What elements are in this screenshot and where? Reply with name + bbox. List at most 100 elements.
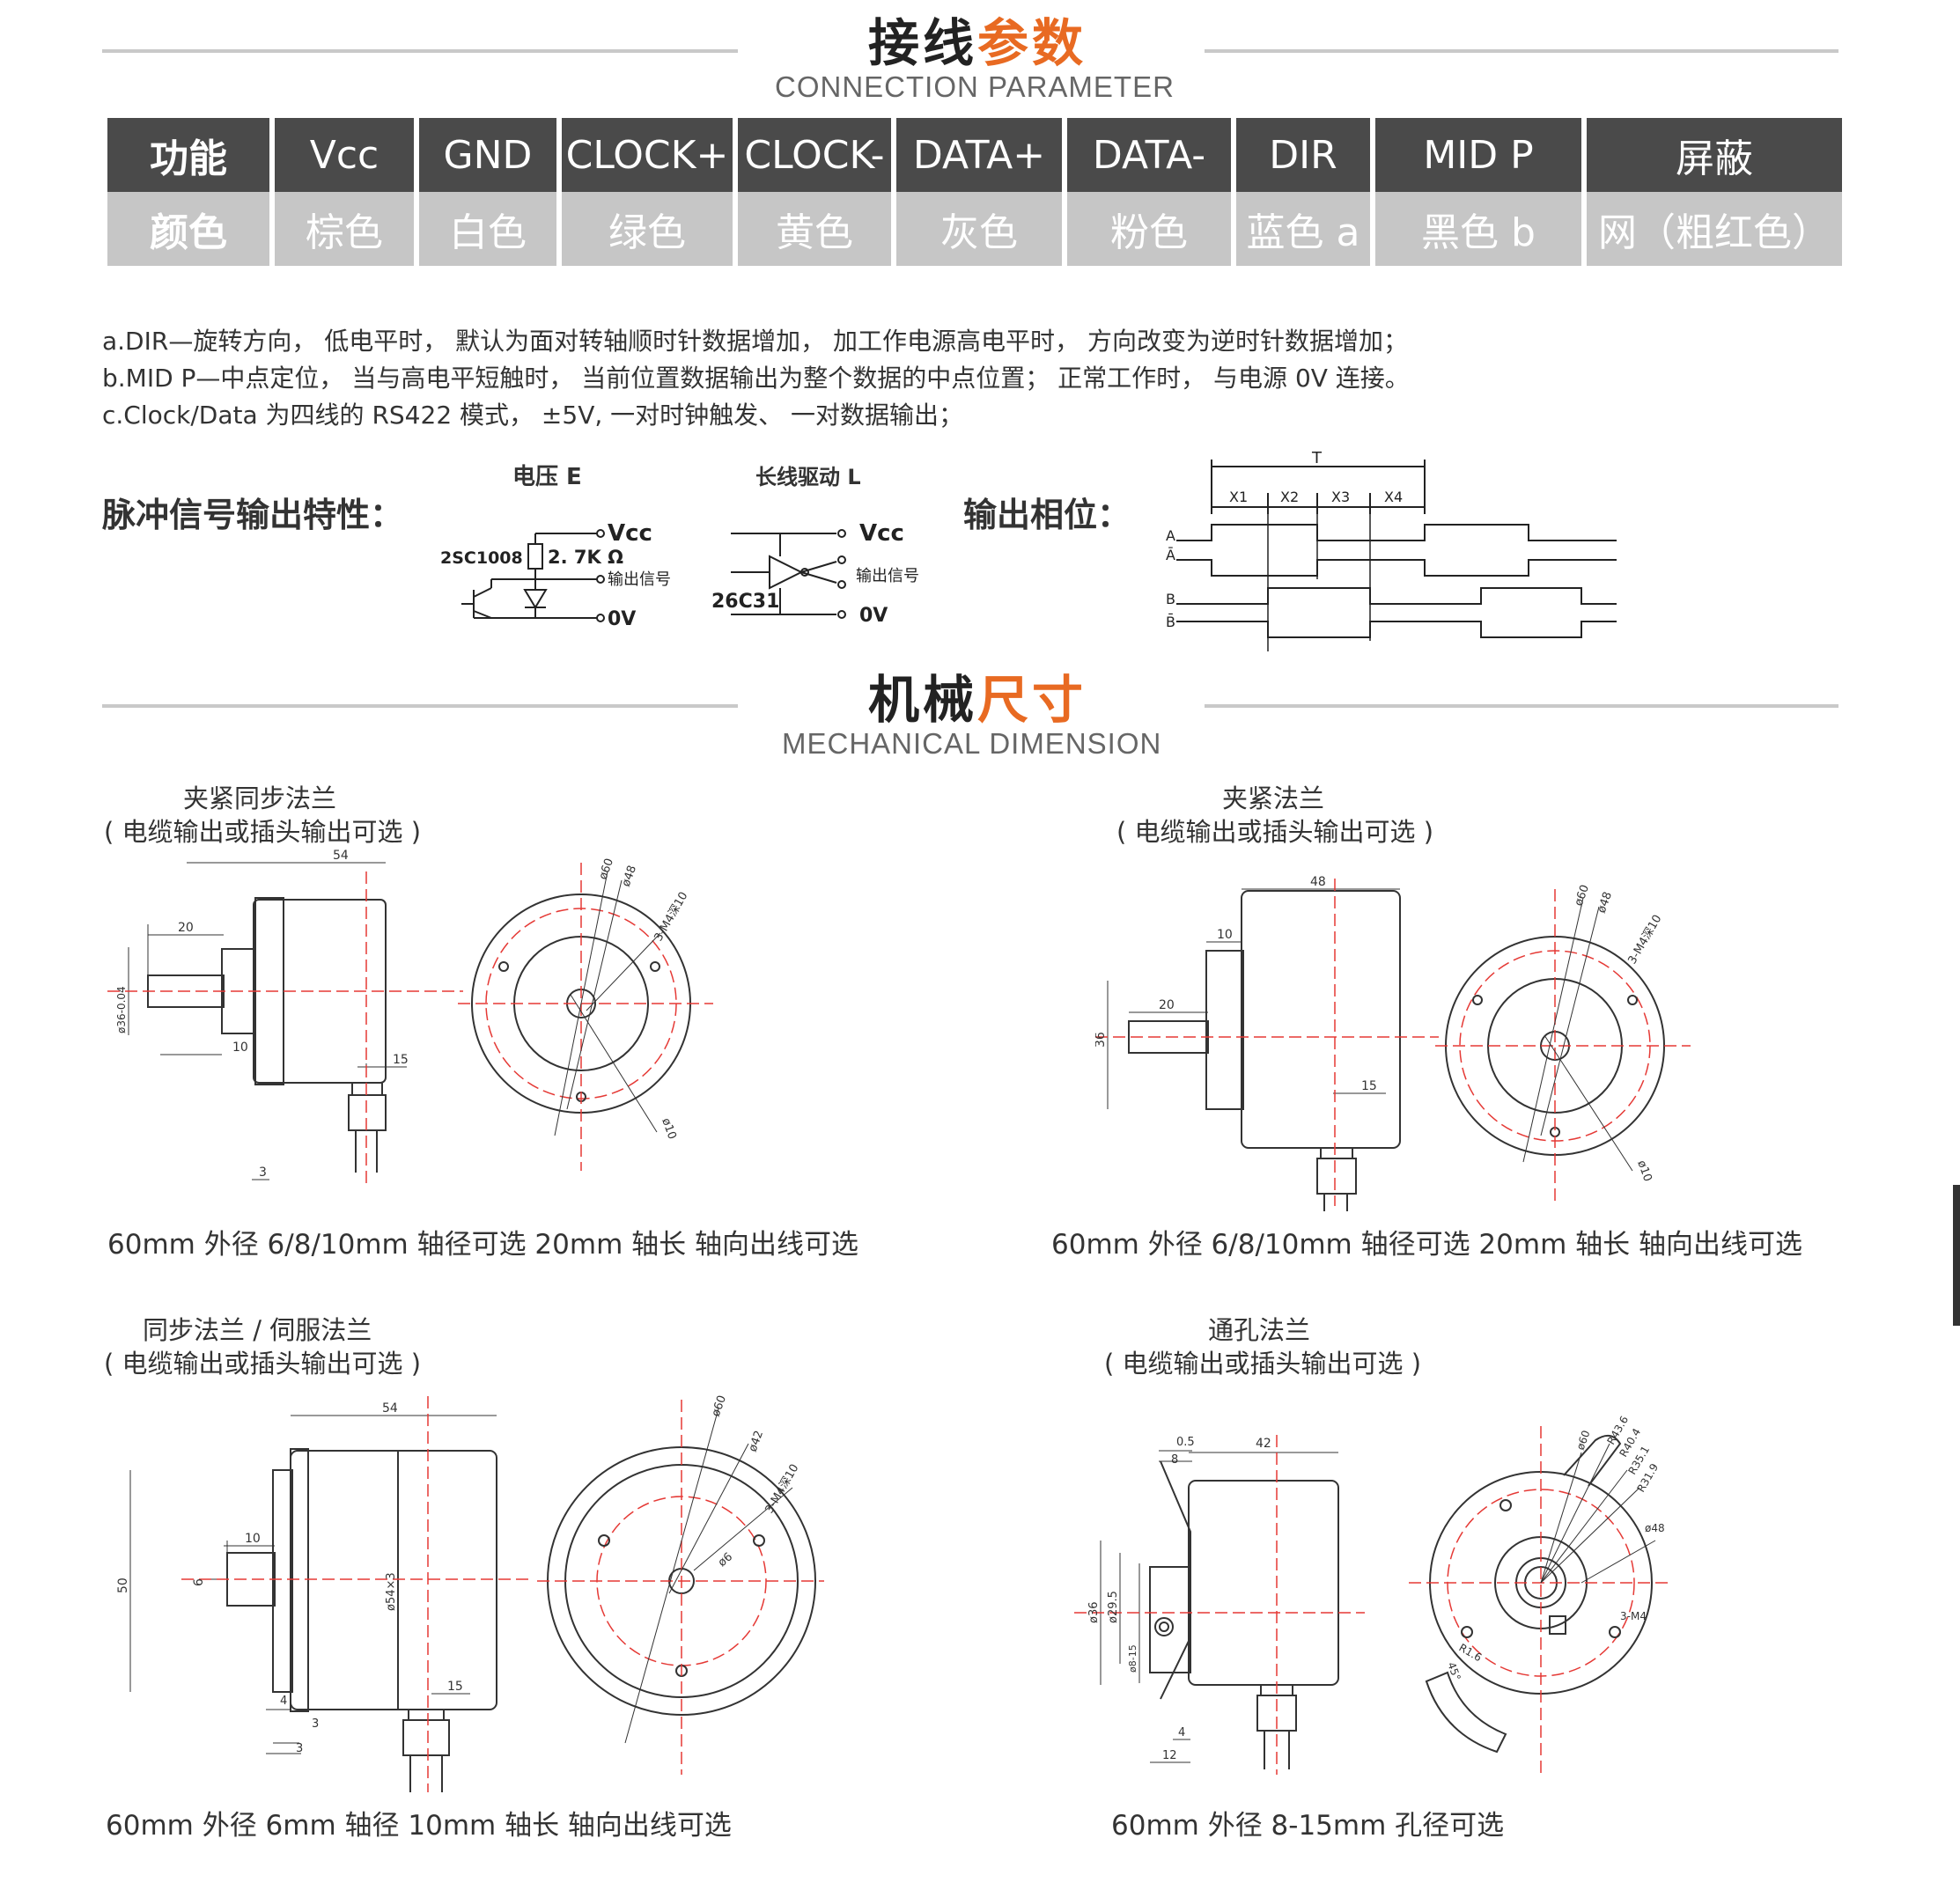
mech-rule-left bbox=[102, 704, 738, 708]
right-edge-marker bbox=[1953, 1185, 1960, 1326]
dim-shaft: 10 bbox=[245, 1532, 261, 1546]
note-dir: a.DIR—旋转方向， 低电平时， 默认为面对转轴顺时针数据增加， 加工作电源高… bbox=[102, 327, 1408, 356]
drawing-2-name: 夹紧法兰 bbox=[1222, 783, 1325, 813]
function-cell: GND bbox=[419, 118, 556, 192]
dim-shaft: 20 bbox=[178, 921, 194, 935]
dim-center: ø10 bbox=[1634, 1158, 1654, 1183]
color-cell: 蓝色 a bbox=[1236, 192, 1370, 266]
dim-cable: 15 bbox=[1361, 1079, 1377, 1093]
phase-period: T bbox=[1311, 449, 1323, 467]
phase-label: 输出相位： bbox=[963, 496, 1131, 534]
dim-step-3: 3 bbox=[296, 1742, 303, 1755]
voltage-output-circuit: 电压 E Vcc 2SC1008 2. 7K Ω 输出信号 0V bbox=[440, 464, 671, 630]
dim-holes: 3-M4深10 bbox=[763, 1462, 801, 1516]
dim-height: 36 bbox=[1095, 1032, 1108, 1048]
dim-length: 54 bbox=[333, 849, 349, 863]
dim-length: 48 bbox=[1310, 875, 1326, 889]
drawing-1-front-view: ø60 ø48 3-M4深10 ø10 bbox=[458, 857, 713, 1171]
wiring-table: 功能 Vcc GND CLOCK+ CLOCK- DATA+ DATA- DIR… bbox=[102, 118, 1847, 266]
dim-t2: 0.5 bbox=[1176, 1436, 1195, 1449]
function-cell: 屏蔽 bbox=[1587, 118, 1842, 192]
color-cell: 颜色 bbox=[107, 192, 269, 266]
dim-od: ø60 bbox=[597, 857, 616, 881]
circuit-e-resistor: 2. 7K Ω bbox=[548, 547, 623, 568]
circuit-l-vcc: Vcc bbox=[859, 520, 904, 547]
drawing-4-spec: 60mm 外径 8-15mm 孔径可选 bbox=[1111, 1810, 1505, 1842]
dim-pcd: ø48 bbox=[1595, 890, 1615, 915]
circuit-e-vcc: Vcc bbox=[608, 520, 652, 547]
circuit-l-ground: 0V bbox=[859, 605, 888, 627]
drawing-3-side-view: 54 10 6 50 ø54×3 15 4 3 3 bbox=[116, 1396, 528, 1792]
function-cell: CLOCK- bbox=[738, 118, 891, 192]
dim-t1: 8 bbox=[1171, 1453, 1178, 1467]
dim-pcd: ø48 bbox=[620, 864, 639, 888]
dim-w2: 12 bbox=[1162, 1749, 1177, 1762]
mech-rule-right bbox=[1205, 704, 1838, 708]
dim-boss: 10 bbox=[232, 1041, 248, 1055]
color-cell: 黑色 b bbox=[1375, 192, 1581, 266]
phase-x3: X3 bbox=[1331, 489, 1350, 505]
dim-boss: 10 bbox=[1217, 928, 1233, 942]
dim-step-2: 3 bbox=[312, 1717, 319, 1731]
dim-body: ø54×3 bbox=[385, 1572, 398, 1611]
dim-shaft-diameter: 6 bbox=[192, 1578, 206, 1586]
dim-depth: 3 bbox=[259, 1166, 267, 1180]
dim-holes: 3-M4深10 bbox=[652, 890, 690, 944]
function-cell: Vcc bbox=[275, 118, 414, 192]
dim-od: ø60 bbox=[1573, 883, 1592, 908]
phase-x4: X4 bbox=[1384, 489, 1403, 505]
circuit-e-transistor: 2SC1008 bbox=[440, 548, 523, 568]
color-cell: 灰色 bbox=[896, 192, 1062, 266]
drawing-2-spec: 60mm 外径 6/8/10mm 轴径可选 20mm 轴长 轴向出线可选 bbox=[1051, 1229, 1802, 1261]
drawing-3-note: ( 电缆输出或插头输出可选 ) bbox=[104, 1349, 422, 1379]
channel-a-bar: Ā bbox=[1166, 547, 1175, 563]
note-midp: b.MID P—中点定位， 当与高电平短触时， 当前位置数据输出为整个数据的中点… bbox=[102, 364, 1410, 393]
drawing-1-side-view: 54 20 10 15 3 ø36-0.04 bbox=[107, 849, 463, 1188]
dim-length: 54 bbox=[382, 1401, 398, 1416]
drawing-3-spec: 60mm 外径 6mm 轴径 10mm 轴长 轴向出线可选 bbox=[106, 1810, 732, 1842]
function-cell: DATA- bbox=[1067, 118, 1231, 192]
channel-b: B bbox=[1166, 591, 1175, 607]
dim-d3: ø8-15 bbox=[1127, 1644, 1138, 1673]
phase-x2: X2 bbox=[1280, 489, 1299, 505]
circuit-l-output: 输出信号 bbox=[856, 567, 919, 585]
circuit-e-output: 输出信号 bbox=[608, 570, 671, 589]
drawing-2-note: ( 电缆输出或插头输出可选 ) bbox=[1116, 817, 1434, 847]
dim-w1: 4 bbox=[1178, 1726, 1185, 1739]
dim-pcd: ø42 bbox=[747, 1429, 766, 1453]
pulse-label: 脉冲信号输出特性： bbox=[102, 496, 404, 534]
drawing-4-note: ( 电缆输出或插头输出可选 ) bbox=[1104, 1349, 1422, 1379]
color-cell: 粉色 bbox=[1067, 192, 1231, 266]
phase-x1: X1 bbox=[1229, 489, 1248, 505]
drawing-3-front-view: ø60 ø42 3-M4深10 ø6 bbox=[537, 1394, 824, 1775]
dim-angle: 45° bbox=[1445, 1660, 1463, 1682]
color-cell: 黄色 bbox=[738, 192, 891, 266]
dim-holes: 3-M4深10 bbox=[1625, 913, 1664, 967]
function-cell: DIR bbox=[1236, 118, 1370, 192]
color-cell: 网（粗红色） bbox=[1587, 192, 1842, 266]
circuit-l-driver: 26C31 bbox=[711, 591, 779, 613]
drawing-1-note: ( 电缆输出或插头输出可选 ) bbox=[104, 817, 422, 847]
function-cell: MID P bbox=[1375, 118, 1581, 192]
dim-od: ø60 bbox=[1574, 1429, 1593, 1452]
dim-holes: 3-M4 bbox=[1620, 1610, 1647, 1622]
connection-title: 接线参数 bbox=[868, 13, 1087, 73]
dim-od: ø60 bbox=[710, 1394, 729, 1418]
dim-length: 42 bbox=[1256, 1437, 1271, 1451]
drawing-1-spec: 60mm 外径 6/8/10mm 轴径可选 20mm 轴长 轴向出线可选 bbox=[107, 1229, 858, 1261]
circuit-e-ground: 0V bbox=[608, 608, 636, 630]
dim-cable: 15 bbox=[393, 1053, 409, 1067]
function-row: 功能 Vcc GND CLOCK+ CLOCK- DATA+ DATA- DIR… bbox=[107, 118, 1842, 192]
mechanical-title: 机械尺寸 bbox=[868, 670, 1087, 730]
drawing-1-name: 夹紧同步法兰 bbox=[183, 783, 337, 813]
drawing-2-front-view: ø60 ø48 3-M4深10 ø10 bbox=[1435, 883, 1691, 1202]
color-row: 颜色 棕色 白色 绿色 黄色 灰色 粉色 蓝色 a 黑色 b 网（粗红色） bbox=[107, 192, 1842, 266]
connection-subtitle: CONNECTION PARAMETER bbox=[775, 70, 1175, 103]
dim-d1: ø36 bbox=[1087, 1602, 1101, 1624]
function-cell: 功能 bbox=[107, 118, 269, 192]
drawing-4-front-view: ø60 R43.6 R40.4 R35.1 R31.9 ø48 3-M4 R1.… bbox=[1409, 1414, 1669, 1775]
channel-a: A bbox=[1166, 527, 1175, 544]
header-rule-right bbox=[1205, 49, 1838, 53]
drawing-4-side-view: 42 0.5 8 ø36 ø29.5 ø8-15 4 12 bbox=[1074, 1435, 1365, 1775]
dim-pcd: ø48 bbox=[1645, 1522, 1665, 1534]
